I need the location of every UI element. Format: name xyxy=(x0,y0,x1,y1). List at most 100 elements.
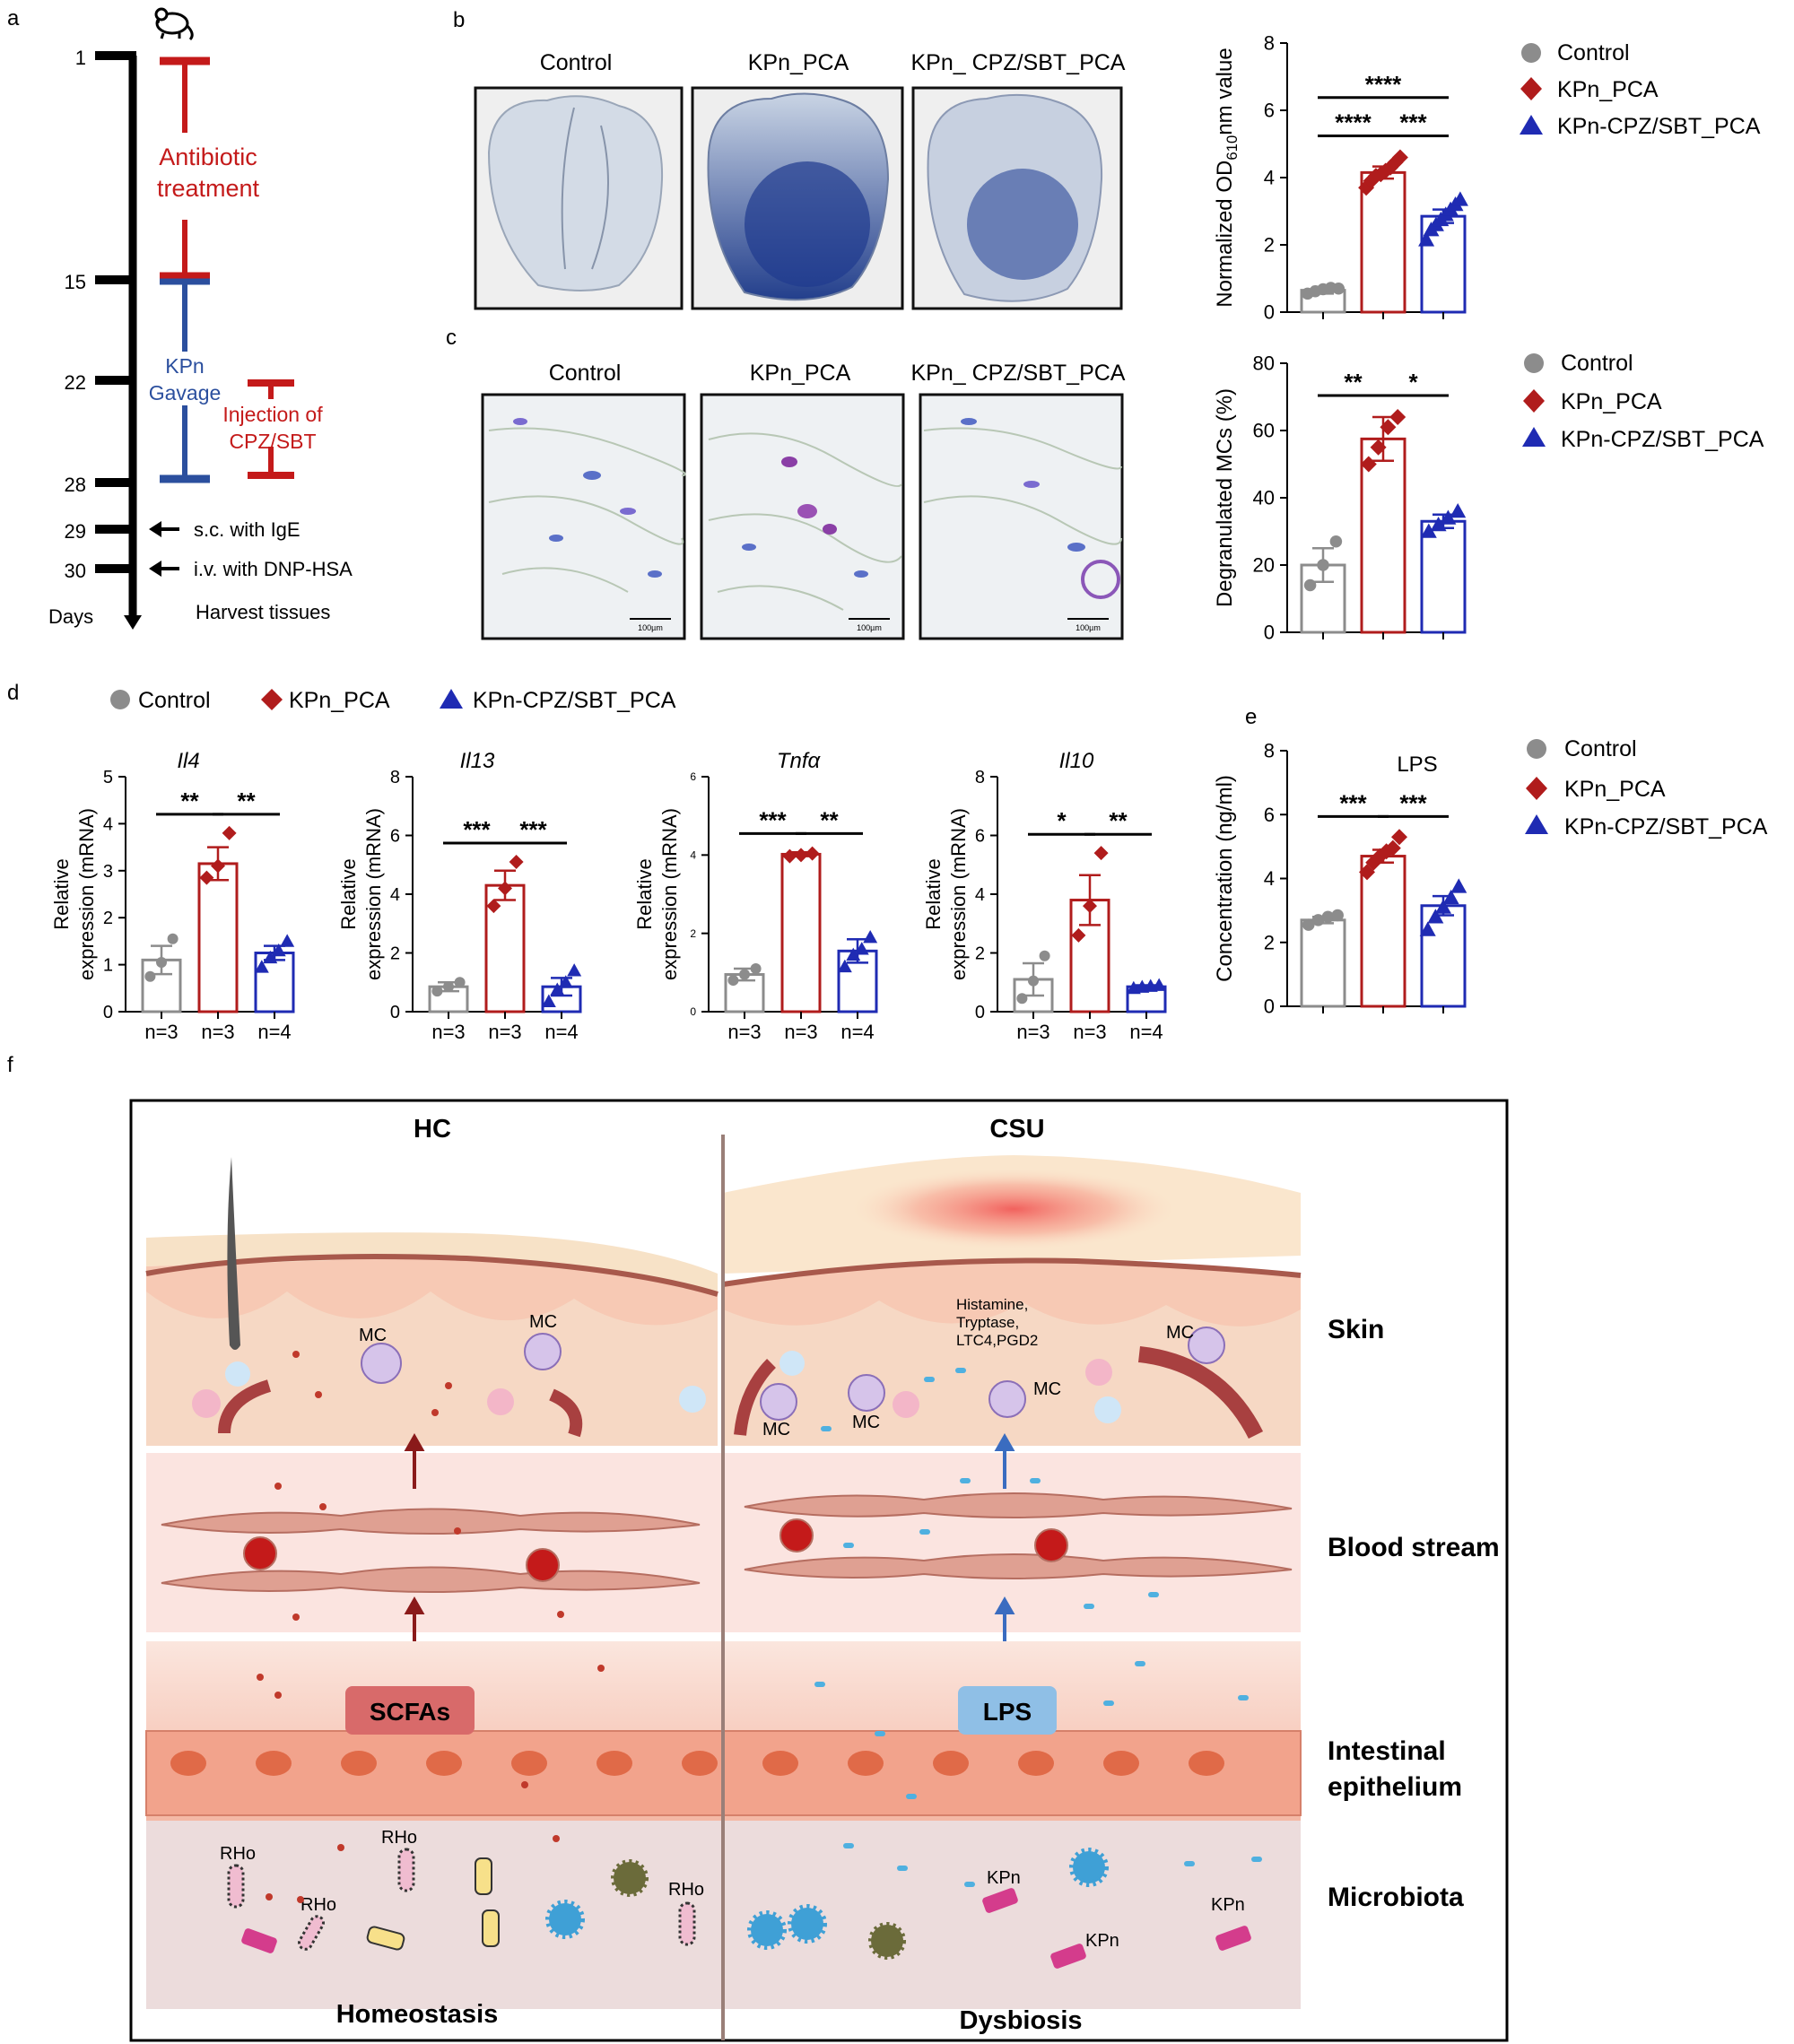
photo-title-kpn: KPn_PCA xyxy=(748,50,849,75)
data-point xyxy=(1329,535,1343,548)
ear-photo-control xyxy=(474,86,684,310)
significance-label: ** xyxy=(180,787,199,814)
y-tick-label: 2 xyxy=(1264,931,1275,953)
y-tick-label: 0 xyxy=(1264,622,1275,644)
day-label-30: 30 xyxy=(65,560,86,582)
data-point xyxy=(211,858,225,874)
y-tick-label: 2 xyxy=(390,944,400,964)
chart-title: Il10 xyxy=(1059,749,1094,773)
mediator-line-2: Tryptase, xyxy=(956,1314,1019,1331)
days-label: Days xyxy=(48,605,93,628)
y-tick-label: 4 xyxy=(1264,867,1275,890)
panel-f: f HC CSU MC MC xyxy=(7,1053,1509,2042)
data-point xyxy=(509,854,524,869)
data-point xyxy=(1083,899,1097,914)
scfa-particles xyxy=(257,1351,605,1903)
kpn-gavage-label-2: Gavage xyxy=(149,381,222,404)
data-point xyxy=(782,848,797,864)
dysbiosis-label: Dysbiosis xyxy=(960,2006,1083,2035)
hc-title: HC xyxy=(414,1115,451,1144)
data-point xyxy=(1450,878,1467,893)
y-tick-label: 5 xyxy=(103,768,113,787)
csu-title: CSU xyxy=(989,1115,1044,1144)
data-point xyxy=(1380,419,1397,436)
histology-image-cpz: 100µm xyxy=(919,393,1124,640)
chart-title: LPS xyxy=(1397,752,1437,777)
legend-c: Control KPn_PCA KPn-CPZ/SBT_PCA xyxy=(1522,351,1764,452)
panel-label-f: f xyxy=(7,1053,13,1077)
data-point xyxy=(144,970,156,982)
data-point xyxy=(486,899,501,914)
mast-cells-left xyxy=(192,1333,706,1418)
x-tick-label: n=4 xyxy=(840,1021,874,1043)
data-point xyxy=(263,950,278,964)
y-tick-label: 40 xyxy=(1253,487,1275,509)
y-tick-label: 2 xyxy=(690,927,696,940)
lps-box xyxy=(958,1686,1057,1735)
panel-label-a: a xyxy=(7,6,20,30)
data-point xyxy=(863,930,878,944)
legend-b-control: Control xyxy=(1557,40,1630,65)
data-point xyxy=(1016,993,1028,1005)
hair xyxy=(227,1157,240,1350)
data-point xyxy=(443,981,454,993)
data-point xyxy=(837,959,852,973)
photo-title-cpz: KPn_ CPZ/SBT_PCA xyxy=(911,50,1126,75)
scale-bar-control: 100µm xyxy=(638,623,663,632)
y-tick-label: 3 xyxy=(103,862,113,882)
y-tick-label: 0 xyxy=(1264,996,1275,1018)
mc-label-right-2: MC xyxy=(852,1413,880,1432)
kpn-label-2: KPn xyxy=(1085,1931,1119,1951)
day-label-1: 1 xyxy=(75,47,86,69)
scfas-label: SCFAs xyxy=(370,1698,450,1726)
data-point xyxy=(1427,909,1444,924)
y-tick-label: 2 xyxy=(975,944,985,964)
data-point xyxy=(1321,910,1335,923)
data-point xyxy=(1451,191,1468,206)
significance-label: * xyxy=(1408,369,1418,396)
panel-label-c: c xyxy=(446,326,457,350)
y-tick-label: 0 xyxy=(975,1003,985,1022)
data-point xyxy=(1391,829,1407,846)
data-point xyxy=(1302,918,1315,931)
legend-c-control: Control xyxy=(1561,351,1633,376)
significance-label: *** xyxy=(759,806,787,833)
antibiotic-label-1: Antibiotic xyxy=(159,144,257,170)
legend-e: Control KPn_PCA KPn-CPZ/SBT_PCA xyxy=(1525,736,1768,839)
chart-title: Il4 xyxy=(177,749,199,773)
data-point xyxy=(156,956,167,968)
x-tick-label: n=4 xyxy=(544,1021,578,1043)
kpn-label-1: KPn xyxy=(987,1868,1021,1888)
y-tick-label: 0 xyxy=(690,1005,696,1018)
legend-d: Control KPn_PCA KPn-CPZ/SBT_PCA xyxy=(110,688,676,713)
significance-label: ** xyxy=(237,787,256,814)
x-tick-label: n=3 xyxy=(727,1021,761,1043)
kpn-label-3: KPn xyxy=(1211,1895,1245,1915)
ear-photo-kpn xyxy=(691,86,904,310)
data-point xyxy=(739,969,750,980)
data-point xyxy=(1430,517,1447,532)
x-tick-label: n=4 xyxy=(1129,1021,1163,1043)
data-point xyxy=(1420,523,1437,538)
significance-label: * xyxy=(1057,807,1067,834)
bar-1 xyxy=(780,852,822,1013)
significance-label: ** xyxy=(1109,807,1128,834)
mc-label-left-2: MC xyxy=(529,1312,557,1332)
sc-ige-label: s.c. with IgE xyxy=(194,518,300,541)
data-point xyxy=(222,825,237,840)
legend-e-kpn: KPn_PCA xyxy=(1564,777,1666,802)
y-axis-label: Degranulated MCs (%) xyxy=(1213,388,1237,607)
ear-photo-cpz xyxy=(911,86,1123,310)
histo-title-kpn: KPn_PCA xyxy=(750,361,851,386)
legend-b: Control KPn_PCA KPn-CPZ/SBT_PCA xyxy=(1520,40,1761,139)
bar-2 xyxy=(1420,519,1467,634)
mediator-line-1: Histamine, xyxy=(956,1296,1028,1313)
y-tick-label: 0 xyxy=(390,1003,400,1022)
data-point xyxy=(750,962,762,974)
